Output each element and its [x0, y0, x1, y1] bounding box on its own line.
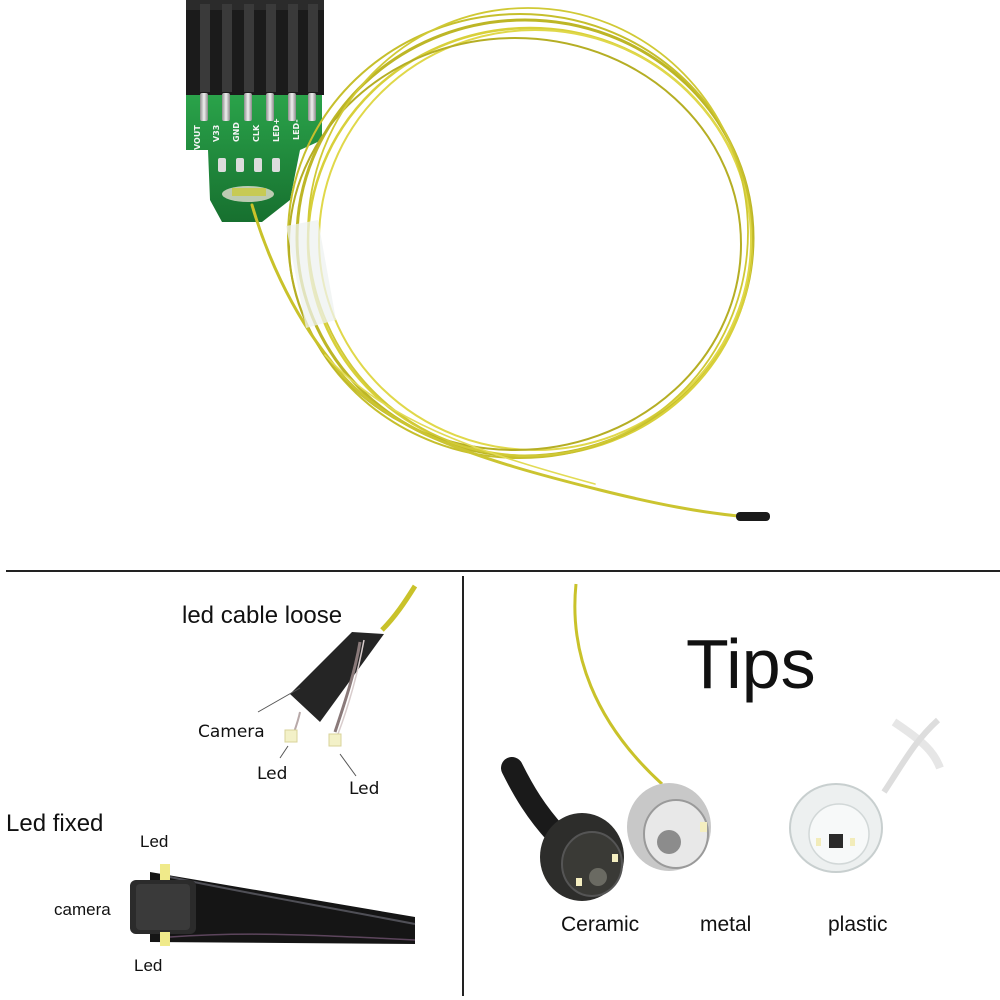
loose-camera-label: Camera: [198, 722, 265, 742]
fixed-led-top-label: Led: [140, 832, 169, 851]
pcb-board: VOUT V33 GND CLK LED+ LED-: [186, 93, 322, 222]
product-photo-cable-assembly: VOUT V33 GND CLK LED+ LED-: [186, 0, 770, 521]
coiled-yellow-cable: [250, 7, 755, 518]
tip-label-ceramic: Ceramic: [561, 913, 640, 936]
tape-wrap: [286, 220, 336, 328]
pcb-label-led-plus: LED+: [272, 118, 281, 142]
tips-title: Tips: [686, 625, 816, 703]
led-cable-loose-title: led cable loose: [182, 602, 343, 629]
tip-label-metal: metal: [700, 913, 752, 936]
led-cable-illustration: [130, 584, 418, 946]
pcb-label-gnd: GND: [232, 122, 241, 142]
pcb-label-led-minus: LED-: [292, 119, 301, 140]
pcb-label-v33: V33: [212, 125, 221, 142]
horizontal-divider: [6, 570, 1000, 572]
pcb-label-clk: CLK: [252, 124, 261, 142]
pin-header-connector: [186, 0, 324, 95]
tips-illustration: [501, 583, 944, 901]
tip-label-plastic: plastic: [828, 913, 888, 936]
led-wiring-panel: led cable loose Camera Led Led Led fixed…: [0, 572, 462, 1000]
probe-tip: [736, 512, 770, 521]
led-fixed-title: Led fixed: [6, 810, 104, 837]
fixed-camera-label: camera: [54, 900, 111, 919]
fixed-led-bottom-label: Led: [134, 956, 163, 975]
vertical-divider: [462, 576, 464, 996]
pcb-label-vout: VOUT: [193, 125, 202, 150]
tips-panel: Tips Ceramic metal plastic: [464, 572, 1000, 1000]
loose-led-right-label: Led: [349, 779, 380, 799]
loose-led-left-label: Led: [257, 764, 288, 784]
